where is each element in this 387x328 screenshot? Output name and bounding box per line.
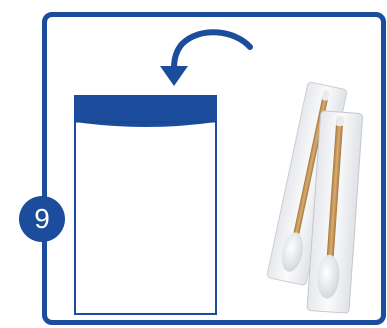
curved-arrow-icon — [160, 32, 250, 86]
step-number-badge: 9 — [19, 196, 65, 242]
step-number: 9 — [34, 205, 50, 233]
swab-packages-icon — [267, 82, 363, 314]
envelope-icon — [75, 96, 216, 314]
